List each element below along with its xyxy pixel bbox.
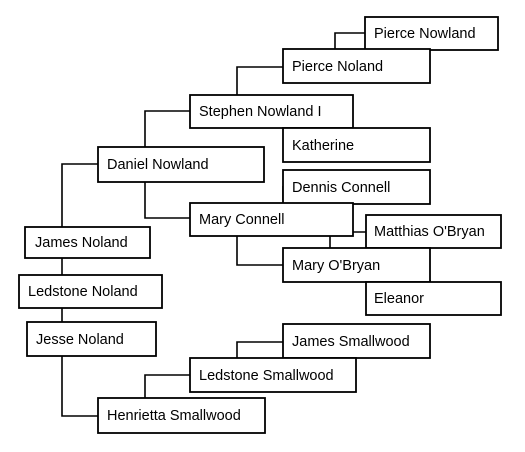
person-label: Pierce Nowland [374, 26, 476, 42]
person-katherine: Katherine [282, 127, 431, 163]
person-label: Eleanor [374, 291, 424, 307]
person-stephen-nowland: Stephen Nowland I [189, 94, 354, 129]
person-label: Dennis Connell [292, 180, 390, 196]
person-label: Mary O'Bryan [292, 258, 380, 274]
person-jesse-noland: Jesse Noland [26, 321, 157, 357]
person-label: Stephen Nowland I [199, 104, 322, 120]
person-pierce-noland: Pierce Noland [282, 48, 431, 84]
person-label: Ledstone Noland [28, 284, 138, 300]
connector-daniel-nowland [61, 163, 98, 227]
person-label: Henrietta Smallwood [107, 408, 241, 424]
person-label: Pierce Noland [292, 59, 383, 75]
person-daniel-nowland: Daniel Nowland [97, 146, 265, 183]
person-label: James Smallwood [292, 334, 410, 350]
person-dennis-connell: Dennis Connell [282, 169, 431, 205]
person-james-noland: James Noland [24, 226, 151, 259]
person-james-smallwood: James Smallwood [282, 323, 431, 359]
person-mary-obryan: Mary O'Bryan [282, 247, 431, 283]
connector-pierce-nowland [334, 32, 365, 49]
person-henrietta-smallwood: Henrietta Smallwood [97, 397, 266, 434]
person-pierce-nowland: Pierce Nowland [364, 16, 499, 51]
person-label: Jesse Noland [36, 332, 124, 348]
connector-ledstone-smallwood [144, 374, 190, 398]
person-label: James Noland [35, 235, 128, 251]
person-mary-connell: Mary Connell [189, 202, 354, 237]
person-label: Matthias O'Bryan [374, 224, 485, 240]
person-label: Mary Connell [199, 212, 284, 228]
person-label: Daniel Nowland [107, 157, 209, 173]
person-label: Katherine [292, 138, 354, 154]
person-nodes: Pierce Nowland Pierce Noland Stephen Now… [18, 16, 502, 434]
connector-jesse-noland [61, 356, 98, 417]
connector-pierce-noland [236, 66, 283, 95]
connector-james-smallwood [236, 341, 283, 358]
person-label: Ledstone Smallwood [199, 368, 334, 384]
connector-mary-connell [236, 236, 283, 266]
person-ledstone-smallwood: Ledstone Smallwood [189, 357, 357, 393]
connector-stephen-nowland [144, 110, 190, 147]
person-eleanor: Eleanor [365, 281, 502, 316]
person-matthias-obryan: Matthias O'Bryan [365, 214, 502, 249]
connector-daniel-mary-connell [144, 182, 190, 219]
person-ledstone-noland: Ledstone Noland [18, 274, 163, 309]
